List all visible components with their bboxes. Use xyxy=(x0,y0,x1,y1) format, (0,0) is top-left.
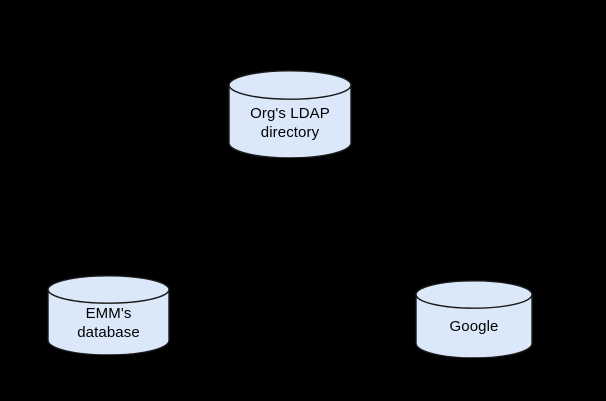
node-google[interactable]: Google xyxy=(415,280,533,358)
database-icon xyxy=(228,70,352,158)
node-org-ldap-directory[interactable]: Org's LDAP directory xyxy=(228,70,352,158)
database-icon xyxy=(47,275,170,355)
node-emm-database[interactable]: EMM's database xyxy=(47,275,170,355)
database-icon xyxy=(415,280,533,358)
